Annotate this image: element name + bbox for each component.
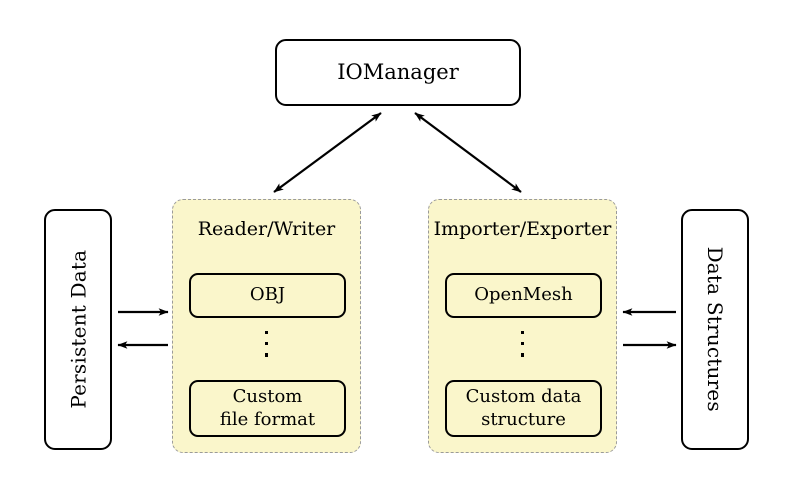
reader-writer-panel-title: Reader/Writer: [197, 218, 336, 240]
custom-data-structure-line-2: structure: [481, 408, 566, 430]
io-manager-label: IOManager: [337, 59, 459, 84]
reader-writer-panel[interactable]: Reader/Writer OBJ Custom file format: [172, 199, 361, 453]
importer-exporter-item-openmesh[interactable]: OpenMesh: [445, 273, 602, 318]
persistent-data-node[interactable]: Persistent Data: [44, 209, 112, 450]
importer-exporter-item-openmesh-label: OpenMesh: [474, 284, 573, 306]
connector-manager-reader-writer: [273, 112, 382, 193]
connector-manager-importer-exporter: [414, 112, 522, 193]
reader-writer-item-obj[interactable]: OBJ: [189, 273, 346, 318]
custom-file-format-line-2: file format: [219, 408, 316, 430]
importer-exporter-item-custom-data-structure-label: Custom data structure: [466, 386, 582, 431]
reader-writer-item-custom-file-format-label: Custom file format: [220, 386, 315, 431]
reader-writer-item-custom-file-format[interactable]: Custom file format: [189, 380, 346, 437]
data-structures-label: Data Structures: [703, 246, 728, 413]
io-manager-node[interactable]: IOManager: [275, 39, 521, 106]
persistent-data-label: Persistent Data: [65, 250, 90, 409]
reader-writer-item-obj-label: OBJ: [249, 284, 286, 306]
data-structures-node[interactable]: Data Structures: [681, 209, 749, 450]
importer-exporter-ellipsis-icon: [429, 331, 616, 357]
reader-writer-ellipsis-icon: [173, 331, 360, 357]
importer-exporter-panel-title: Importer/Exporter: [433, 218, 612, 240]
importer-exporter-item-custom-data-structure[interactable]: Custom data structure: [445, 380, 602, 437]
custom-data-structure-line-1: Custom data: [465, 386, 582, 407]
importer-exporter-panel[interactable]: Importer/Exporter OpenMesh Custom data s…: [428, 199, 617, 453]
custom-file-format-line-1: Custom: [232, 386, 303, 407]
